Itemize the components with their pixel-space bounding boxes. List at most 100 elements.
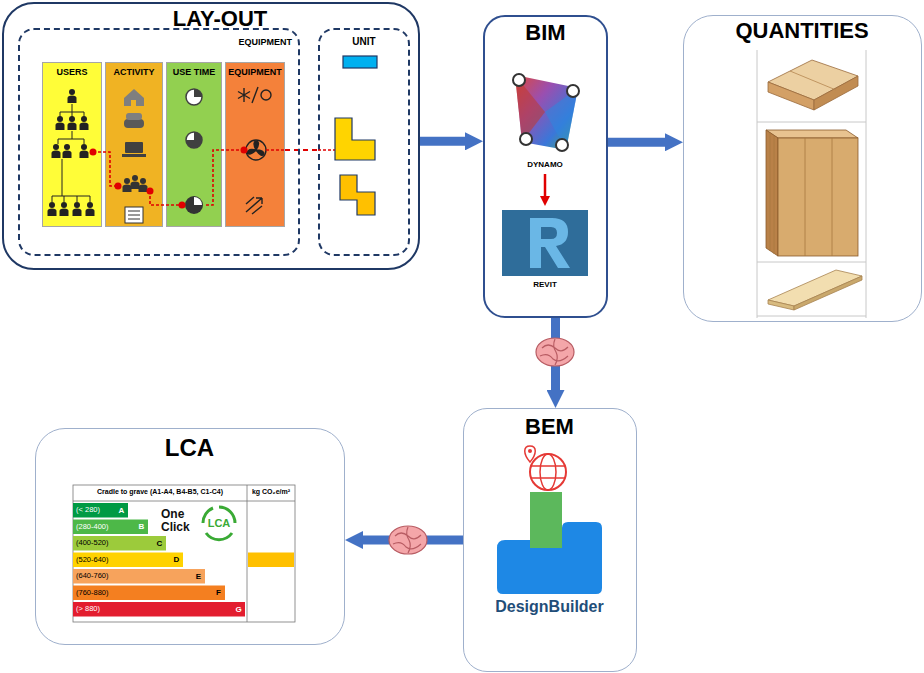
lca-rating-table [73, 602, 245, 617]
activity-icons [122, 89, 148, 223]
logo-text: LCA [204, 517, 234, 530]
wire-dot [90, 147, 347, 209]
quantities-grid [757, 50, 866, 318]
activity-icons [124, 119, 144, 128]
bem-box: BEMDesignBuilder [463, 408, 637, 672]
unit-shapes [335, 118, 375, 160]
equipment-group: EQUIPMENTUSERSACTIVITYUSE TIMEEQUIPMENT [18, 28, 300, 256]
one-click-lca-logo [203, 507, 235, 540]
dynamo-logo [545, 88, 578, 150]
use-time-clocks [186, 132, 202, 148]
unit-shapes [343, 56, 377, 68]
wire-dot [241, 147, 248, 154]
timber-board-image [768, 300, 794, 310]
activity-icons [131, 100, 136, 106]
users-hierarchy-icon [52, 144, 61, 158]
designbuilder-logo [530, 492, 562, 548]
clt-slab-image [790, 71, 836, 90]
layout-panel: LAY-OUTEQUIPMENTUSERSACTIVITYUSE TIMEEQU… [2, 2, 420, 270]
rating-range: (> 880) [76, 605, 234, 614]
use-time-clocks [186, 132, 202, 148]
activity-icons [139, 178, 148, 192]
dynamo-logo [567, 85, 579, 97]
logo-text: One Click [161, 508, 201, 534]
one-click-lca-logo [203, 508, 213, 523]
users-hierarchy-icon [60, 104, 84, 117]
brain-icon [393, 527, 421, 553]
rating-class: B [136, 522, 147, 531]
timber-board-image [768, 270, 862, 310]
flow-arrow [551, 318, 560, 390]
dynamo-logo [515, 75, 578, 150]
clt-slab-image [814, 76, 858, 110]
brain-icon [389, 526, 427, 554]
dynamo-logo [556, 139, 568, 151]
activity-icons [128, 211, 140, 219]
rating-class: F [213, 588, 224, 597]
brain-icon [389, 526, 427, 554]
quantities-box: QUANTITIES [683, 15, 922, 322]
use-time-clocks [186, 89, 202, 105]
use-time-clocks [185, 196, 203, 214]
designbuilder-logo [530, 454, 566, 490]
unit-group: UNIT [318, 28, 410, 256]
rating-range: (760-880) [76, 589, 214, 598]
designbuilder-logo [528, 449, 532, 453]
flow-arrow [420, 137, 465, 146]
dynamo-logo [513, 74, 525, 86]
clt-wall-image [778, 138, 858, 256]
activity-icons [125, 207, 143, 223]
equipment-icons [252, 87, 258, 103]
rating-class: A [116, 506, 127, 515]
users-hierarchy-icon [60, 202, 69, 216]
rating-range: (400-520) [76, 539, 155, 548]
users-column: USERS [42, 62, 102, 227]
clt-wall-image [766, 130, 858, 256]
use-time-clocks [185, 89, 203, 214]
activity-icons [124, 89, 144, 106]
lca-rating-table [73, 553, 183, 568]
users-hierarchy-icon [48, 202, 57, 216]
timber-board-image [794, 276, 862, 310]
column-heading: USE TIME [166, 67, 222, 77]
equipment-column: EQUIPMENT [225, 62, 285, 227]
users-hierarchy-icon [68, 116, 77, 130]
lca-rating-table [73, 503, 128, 518]
designbuilder-logo [525, 446, 536, 462]
clt-slab-image [768, 60, 858, 110]
equipment-icons [247, 141, 264, 155]
dynamo-logo [513, 74, 579, 151]
equipment-icons [246, 140, 266, 160]
flow-arrow [608, 138, 665, 147]
rating-range: (640-760) [76, 572, 194, 581]
rating-range: (520-640) [76, 556, 172, 565]
rating-class: G [233, 605, 244, 614]
software-label: DYNAMO [505, 160, 585, 169]
unit-shapes [335, 56, 377, 215]
software-label: DesignBuilder [470, 598, 630, 616]
activity-wire [93, 150, 343, 205]
panel-title: QUANTITIES [690, 18, 915, 43]
activity-icons [123, 178, 132, 192]
users-hierarchy-icon [63, 144, 72, 158]
clt-wall-image [770, 133, 832, 256]
group-label: UNIT [330, 36, 398, 48]
activity-wire [93, 152, 118, 186]
column-heading: EQUIPMENT [225, 67, 285, 77]
designbuilder-logo [531, 466, 565, 478]
brain-icon [536, 338, 574, 366]
users-hierarchy-icon [80, 116, 89, 130]
dynamo-node: DYNAMO [505, 62, 585, 174]
clt-wall-image [766, 130, 858, 138]
dynamo-logo [513, 74, 579, 151]
equipment-icons [238, 88, 250, 102]
equipment-icons [261, 90, 271, 100]
one-click-lca-logo [219, 507, 235, 523]
users-hierarchy-icon [73, 202, 82, 216]
use-time-clocks [194, 197, 202, 205]
rating-range: (280-400) [76, 523, 137, 532]
revit-node: REVIT [495, 206, 595, 296]
users-hierarchy-icon [52, 159, 90, 202]
lca-rating-table [73, 536, 166, 551]
